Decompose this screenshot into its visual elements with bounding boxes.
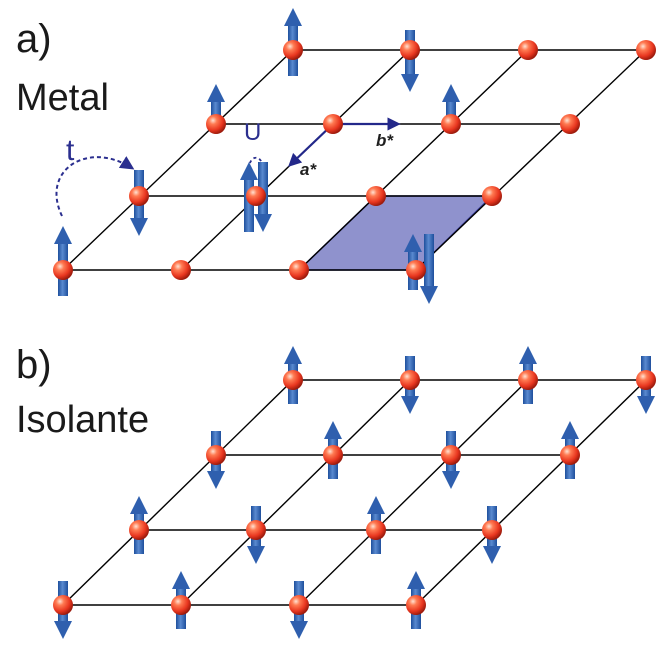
atom-sphere bbox=[400, 40, 420, 60]
atom-sphere bbox=[482, 520, 502, 540]
atom-sphere bbox=[406, 260, 426, 280]
atom-sphere bbox=[400, 370, 420, 390]
atom-sphere bbox=[636, 40, 656, 60]
atom-sphere bbox=[246, 520, 266, 540]
vector-b-label: b* bbox=[376, 131, 394, 150]
highlighted-unit-cell bbox=[297, 195, 494, 271]
spin-up-arrow bbox=[240, 162, 258, 232]
atom-sphere bbox=[171, 260, 191, 280]
panel-b-name: Isolante bbox=[16, 399, 149, 441]
interaction-label: U bbox=[244, 119, 261, 146]
spin-down-arrow bbox=[420, 234, 438, 304]
interaction-loop bbox=[247, 157, 265, 176]
atom-sphere bbox=[129, 186, 149, 206]
lattice-grid-insulator bbox=[62, 379, 647, 606]
panel-a-letter: a) bbox=[16, 17, 52, 61]
spin-down-arrow bbox=[254, 162, 272, 232]
hopping-arrow bbox=[55, 156, 135, 217]
atom-sphere bbox=[246, 186, 266, 206]
atom-sphere bbox=[171, 595, 191, 615]
atom-sphere bbox=[482, 186, 502, 206]
atom-sphere bbox=[53, 595, 73, 615]
panel-b-letter: b) bbox=[16, 343, 52, 387]
atom-sphere bbox=[441, 114, 461, 134]
atom-sphere bbox=[366, 520, 386, 540]
atom-sphere bbox=[560, 114, 580, 134]
atom-sphere bbox=[518, 370, 538, 390]
atom-sphere bbox=[406, 595, 426, 615]
atom-sphere bbox=[289, 260, 309, 280]
atom-sphere bbox=[323, 445, 343, 465]
vector-a-label: a* bbox=[300, 160, 317, 179]
atom-sphere bbox=[366, 186, 386, 206]
atom-sphere bbox=[518, 40, 538, 60]
atom-sphere bbox=[289, 595, 309, 615]
atom-sphere bbox=[560, 445, 580, 465]
panel-a-name: Metal bbox=[16, 77, 109, 119]
atom-sphere bbox=[441, 445, 461, 465]
atom-sphere bbox=[206, 445, 226, 465]
atom-sphere bbox=[636, 370, 656, 390]
atom-sphere bbox=[323, 114, 343, 134]
atoms bbox=[53, 40, 656, 615]
atom-sphere bbox=[129, 520, 149, 540]
hopping-label: t bbox=[66, 134, 75, 167]
spin-down-arrow bbox=[401, 30, 419, 92]
atom-sphere bbox=[206, 114, 226, 134]
atom-sphere bbox=[53, 260, 73, 280]
atom-sphere bbox=[283, 40, 303, 60]
atom-sphere bbox=[283, 370, 303, 390]
